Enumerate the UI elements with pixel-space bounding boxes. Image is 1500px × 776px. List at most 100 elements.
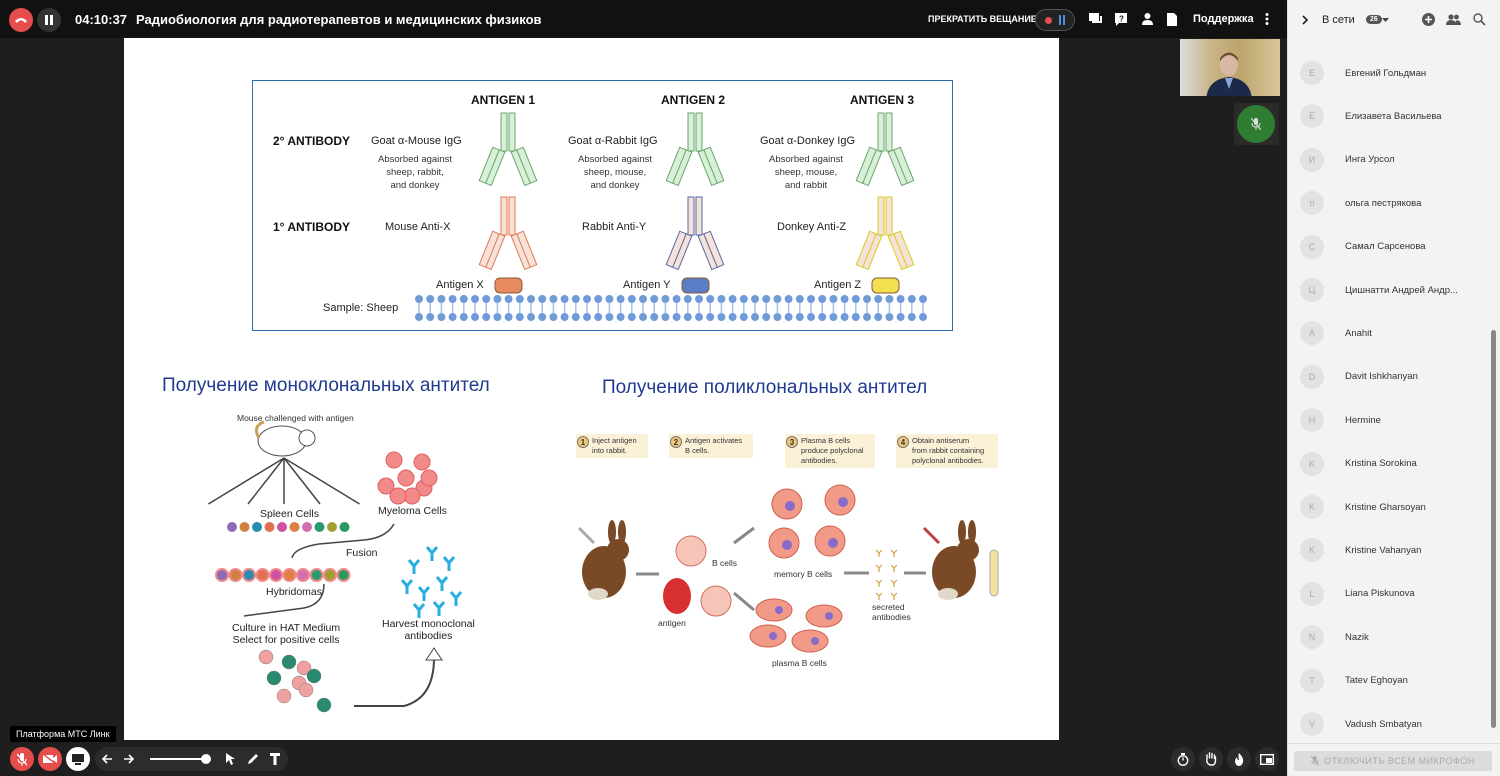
membrane-head [874, 313, 883, 321]
support-link[interactable]: Поддержка [1193, 13, 1254, 25]
secondary-antibody-label: 2° ANTIBODY [273, 134, 351, 148]
pause-button[interactable] [37, 8, 61, 32]
absorption-note-1: Absorbed against sheep, rabbit, and donk… [365, 153, 465, 192]
participant-list-scrollbar[interactable] [1491, 330, 1496, 728]
hybridoma-cell [296, 568, 310, 582]
raise-hand-button[interactable] [1199, 747, 1223, 771]
participant-name: ольга пестрякова [1345, 197, 1422, 209]
timer-button[interactable] [1171, 747, 1195, 771]
recording-toggle[interactable] [1035, 9, 1075, 31]
zoom-slider-handle[interactable] [201, 754, 211, 764]
record-dot-icon [1045, 16, 1052, 24]
questions-button[interactable]: ? [1114, 12, 1128, 26]
antigen-x-label: Antigen X [436, 279, 484, 291]
step-number: 4 [897, 436, 909, 448]
arrow-left-icon[interactable] [101, 753, 113, 765]
memory-b-cells-label: memory B cells [774, 569, 833, 579]
reactions-button[interactable] [1227, 747, 1251, 771]
antibody-part [687, 112, 695, 152]
search-icon[interactable] [1473, 13, 1486, 26]
membrane-head [818, 295, 827, 303]
spleen-cell [239, 522, 250, 532]
rabbit-ear [618, 520, 626, 544]
camera-toggle-button[interactable] [38, 747, 62, 771]
antibody-part [703, 230, 725, 268]
cell-nucleus [785, 501, 795, 511]
chat-button[interactable] [1088, 12, 1102, 26]
online-label: В сети [1322, 14, 1355, 26]
stop-broadcast-button[interactable]: ПРЕКРАТИТЬ ВЕЩАНИЕ [928, 14, 1037, 24]
pencil-icon[interactable] [247, 753, 259, 765]
dropdown-caret-icon[interactable] [1382, 18, 1389, 22]
rabbit-tail [938, 588, 958, 600]
step-number: 1 [577, 436, 589, 448]
group-icon[interactable] [1446, 14, 1461, 25]
presentation-slide: ANTIGEN 1 ANTIGEN 2 ANTIGEN 3 2° ANTIBOD… [124, 38, 1059, 740]
note-line: sheep, mouse, [583, 167, 647, 178]
mouse-head [298, 429, 316, 447]
antibody-part [508, 112, 516, 152]
membrane-head [605, 295, 614, 303]
picture-in-picture-button[interactable] [1255, 747, 1279, 771]
avatar: L [1300, 581, 1324, 606]
monoclonal-antibody [435, 576, 449, 591]
participant-name: Tatev Eghoyan [1345, 675, 1408, 687]
membrane-head [426, 313, 435, 321]
step-text: antibodies. [801, 456, 838, 465]
cell-nucleus [838, 497, 848, 507]
files-button[interactable] [1165, 12, 1179, 26]
arrow-right-icon[interactable] [123, 753, 135, 765]
participants-button[interactable] [1140, 12, 1154, 26]
more-menu-button[interactable] [1260, 12, 1274, 26]
zoom-slider-track[interactable] [150, 758, 205, 760]
mute-all-button[interactable]: ОТКЛЮЧИТЬ ВСЕМ МИКРОФОН [1294, 751, 1492, 771]
secondary-antibody-3: Goat α-Donkey IgG [760, 135, 856, 147]
caption-line: Select for positive cells [232, 634, 340, 646]
culture-cell [281, 654, 297, 670]
membrane-head [795, 295, 804, 303]
screen-share-button[interactable] [66, 747, 90, 771]
speaker-mic-indicator[interactable] [1234, 103, 1279, 145]
harvest-arrow [354, 657, 435, 707]
step-text: B cells. [685, 446, 710, 455]
antigen-z-label: Antigen Z [814, 279, 862, 291]
sample-label: Sample: Sheep [323, 302, 399, 314]
step-text: Obtain antiserum [912, 436, 970, 445]
collapse-panel-icon[interactable] [1302, 15, 1309, 25]
participant-name: Самал Сарсенова [1345, 241, 1426, 253]
add-circle-icon[interactable] [1422, 13, 1435, 26]
leave-call-button[interactable] [9, 8, 33, 32]
speaker-video[interactable] [1180, 39, 1280, 96]
membrane-head [650, 313, 659, 321]
text-tool-icon[interactable] [270, 753, 280, 765]
antigen-shape [663, 578, 691, 614]
primary-antibody-glyph [665, 196, 725, 271]
mic-toggle-button[interactable] [10, 747, 34, 771]
pointer-icon[interactable] [225, 753, 235, 765]
process-arrow [733, 591, 755, 612]
membrane-head [907, 313, 916, 321]
note-line: and donkey [390, 180, 440, 191]
participant-name: Елизавета Васильева [1345, 110, 1442, 122]
antibody-part [855, 230, 877, 268]
membrane-head [840, 295, 849, 303]
